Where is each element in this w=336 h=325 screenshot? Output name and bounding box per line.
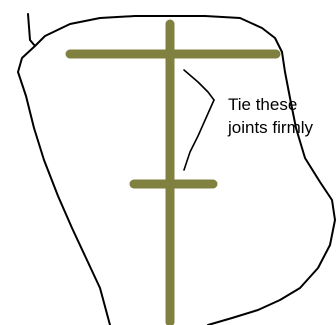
pointer-to-lower-joint — [184, 100, 214, 170]
kite-outline — [18, 14, 335, 325]
pointer-to-top-joint — [184, 70, 214, 100]
annotation-line-2: joints firmly — [227, 118, 314, 137]
annotation-line-1: Tie these — [228, 95, 297, 114]
